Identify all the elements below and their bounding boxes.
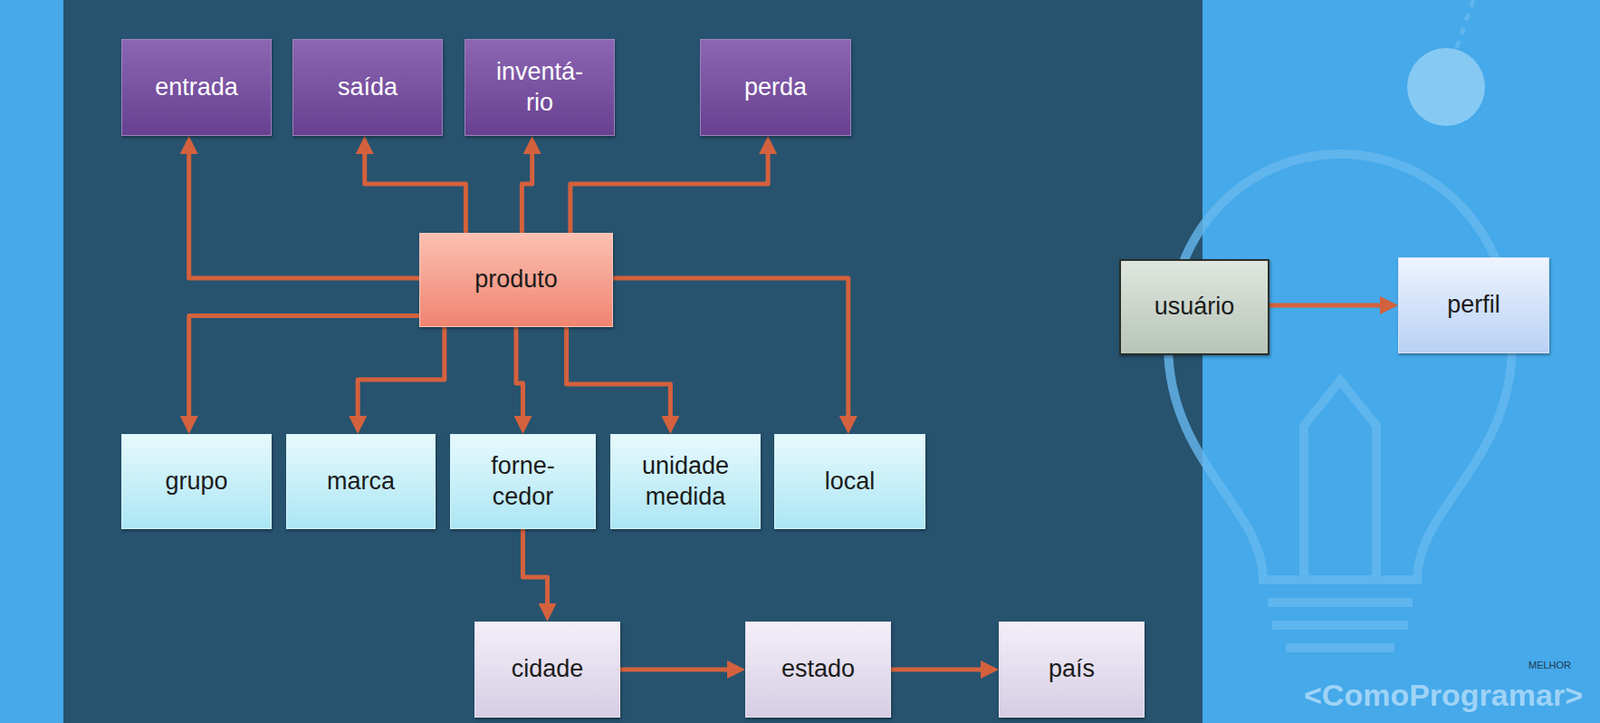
watermark-tag: MELHOR [1528, 659, 1572, 671]
attribute-box: local [774, 433, 926, 529]
relation-arrow [357, 326, 445, 425]
operation-box: inventá-rio [464, 38, 615, 136]
relation-arrow [523, 528, 548, 613]
operation-box: entrada [121, 38, 272, 136]
box-label: saída [337, 72, 398, 104]
operation-box: saída [292, 38, 443, 136]
relation-arrow [566, 326, 671, 425]
relation-arrow [189, 316, 420, 426]
bulb-glow [1407, 47, 1486, 126]
operation-box: perda [699, 38, 852, 136]
location-box: cidade [474, 621, 621, 718]
box-label: estado [781, 653, 855, 685]
box-label: inventá-rio [496, 57, 584, 119]
profile-box: perfil [1398, 257, 1550, 354]
relation-arrow [189, 144, 420, 278]
box-label: forne-cedor [490, 450, 556, 513]
relation-arrow [570, 144, 768, 233]
box-label: grupo [164, 466, 228, 498]
box-label: usuário [1154, 291, 1236, 323]
relation-arrow [1269, 303, 1390, 308]
box-label: unidade medida [641, 450, 729, 513]
relation-arrow [364, 144, 467, 233]
box-label: cidade [511, 653, 585, 685]
location-box: estado [745, 621, 892, 718]
relation-arrow [613, 277, 849, 425]
box-label: perda [744, 72, 807, 104]
relation-arrow [521, 144, 532, 233]
attribute-box: unidade medida [610, 433, 761, 529]
relation-arrow [891, 667, 990, 672]
box-label: local [824, 466, 876, 498]
central-entity-box: produto [419, 232, 614, 327]
attribute-box: marca [286, 433, 436, 529]
dark-panel [63, 0, 1203, 723]
attribute-box: grupo [121, 433, 272, 529]
relation-arrow [516, 326, 524, 425]
watermark-text: <ComoProgramar> [1303, 677, 1583, 713]
box-label: perfil [1446, 289, 1501, 321]
box-label: país [1048, 653, 1095, 685]
box-label: entrada [154, 72, 239, 104]
location-box: país [998, 621, 1145, 718]
attribute-box: forne-cedor [450, 433, 596, 529]
box-label: marca [326, 466, 395, 498]
user-box: usuário [1119, 258, 1270, 355]
box-label: produto [474, 264, 558, 296]
relation-arrow [620, 667, 737, 672]
